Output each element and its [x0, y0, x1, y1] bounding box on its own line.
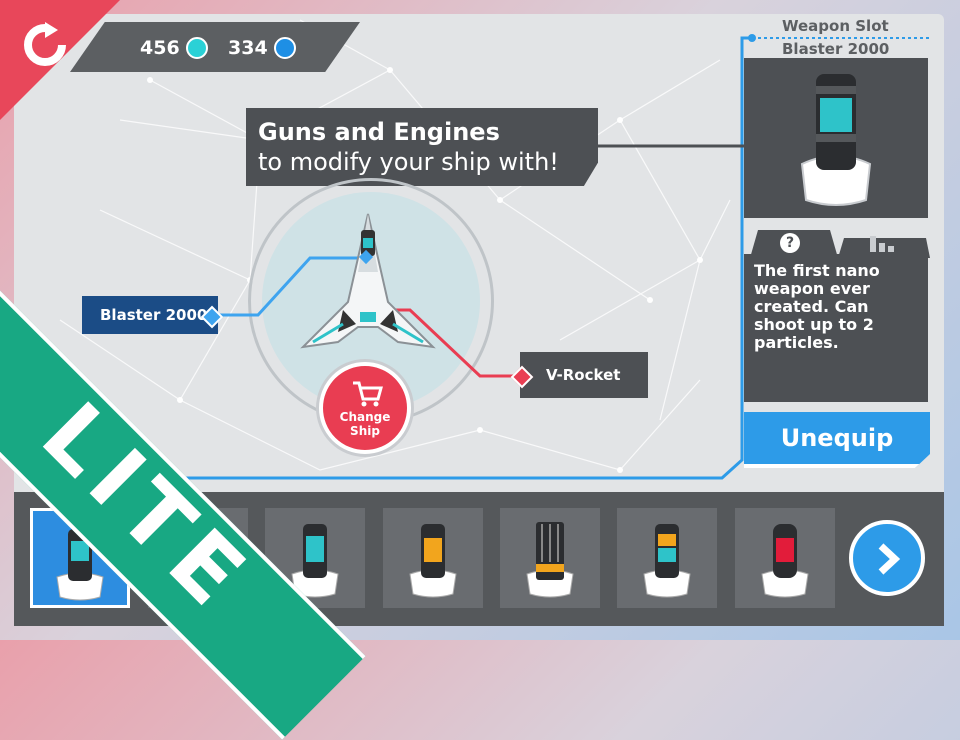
engine-tag-label: V-Rocket: [546, 366, 621, 384]
restart-icon: [24, 22, 66, 66]
callout-title: Guns and Engines: [258, 118, 500, 146]
tutorial-callout: Guns and Engines to modify your ship wit…: [246, 108, 598, 186]
gold-cyan-weapon-icon: [643, 524, 691, 598]
weapon-description: The first nano weapon ever created. Can …: [744, 254, 928, 402]
inventory-slot-5[interactable]: [500, 508, 600, 608]
cyan-gem-counter: 456: [140, 34, 208, 62]
weapon-tag[interactable]: Blaster 2000: [82, 296, 218, 334]
blue-gem-count: 334: [228, 37, 268, 59]
next-page-button[interactable]: [849, 520, 925, 596]
gold-weapon-icon: [409, 524, 457, 598]
unequip-button[interactable]: Unequip: [744, 412, 930, 468]
spaceship-icon: [300, 213, 436, 349]
engine-tag[interactable]: V-Rocket: [520, 352, 648, 398]
inventory-slot-6[interactable]: [617, 508, 717, 608]
unequip-label: Unequip: [780, 424, 894, 452]
blue-gem-counter: 334: [228, 34, 296, 62]
cyan-gem-count: 456: [140, 37, 180, 59]
change-ship-button[interactable]: Change Ship: [319, 362, 411, 454]
change-ship-label-1: Change: [339, 410, 391, 424]
question-icon[interactable]: ?: [780, 233, 800, 253]
weapon-tag-label: Blaster 2000: [100, 306, 208, 324]
gatling-weapon-icon: [526, 522, 574, 598]
inventory-slot-3[interactable]: [265, 508, 365, 608]
weapon-preview: [744, 58, 928, 218]
change-ship-label-2: Ship: [350, 424, 380, 438]
blue-gem-icon: [273, 37, 296, 59]
inventory-slot-7[interactable]: [735, 508, 835, 608]
cart-icon: [353, 381, 383, 407]
bar-chart-icon[interactable]: [868, 234, 898, 252]
red-weapon-icon: [761, 524, 809, 598]
inventory-slot-4[interactable]: [383, 508, 483, 608]
cyan-gem-icon: [185, 37, 208, 59]
currency-bar: [70, 22, 360, 72]
slot-title: Weapon Slot: [782, 17, 889, 35]
chevron-right-icon: [878, 543, 901, 575]
callout-subtitle: to modify your ship with!: [258, 148, 559, 176]
blaster-preview-icon: [800, 74, 872, 206]
slot-item-name: Blaster 2000: [782, 40, 890, 58]
cyan-weapon-icon: [291, 524, 339, 598]
